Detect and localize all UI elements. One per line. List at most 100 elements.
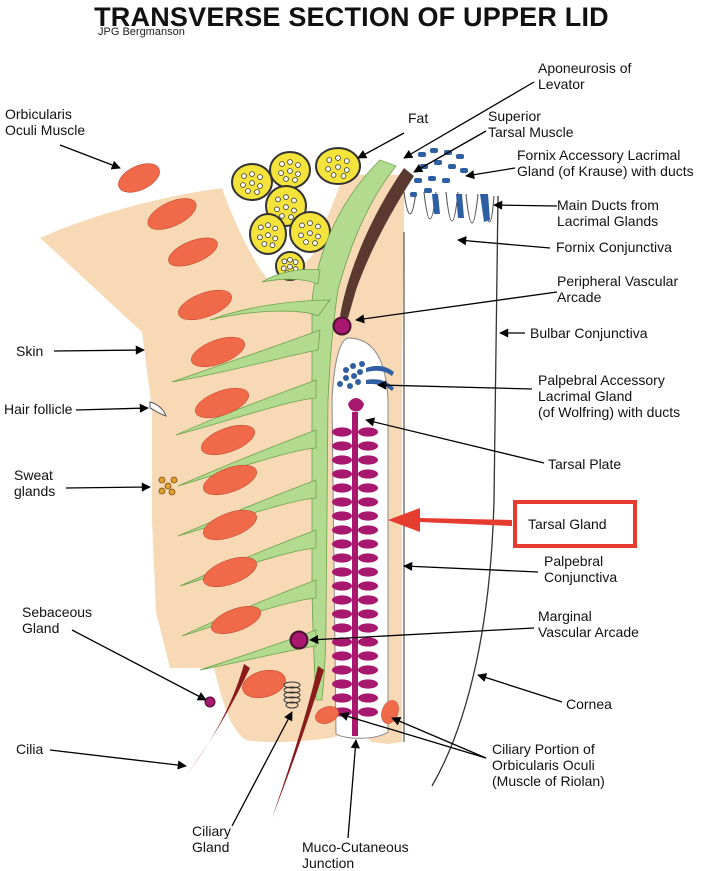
- superior-tarsal-muscle: [340, 168, 414, 318]
- label-line: Oculi Muscle: [5, 122, 85, 138]
- label-line: Arcade: [557, 289, 602, 305]
- fat-lobule: [315, 147, 361, 185]
- label-line: Tarsal Muscle: [488, 124, 574, 140]
- tarsal-gland-lobule: [332, 427, 352, 437]
- tarsal-gland-lobule: [332, 511, 352, 521]
- orbicularis-oculi-muscle: [118, 163, 286, 699]
- fat-lobule: [249, 213, 287, 255]
- tarsal-gland-lobule: [358, 679, 378, 689]
- tarsal-gland-lobule: [358, 693, 378, 703]
- tarsal-gland-lobule: [332, 483, 352, 493]
- label-line: Fat: [408, 110, 428, 126]
- tarsal-gland-lobule: [358, 595, 378, 605]
- highlight-arrow: [388, 508, 512, 532]
- orbicularis-bundle: [191, 336, 245, 368]
- label-line: Tarsal Plate: [548, 456, 621, 472]
- orbicularis-bundle: [168, 237, 218, 267]
- cilia: [184, 664, 324, 818]
- tarsal-gland-lobule: [358, 539, 378, 549]
- label-line: Gland (of Krause) with ducts: [517, 163, 694, 179]
- tarsal-gland-lobule: [332, 441, 352, 451]
- tarsal-gland-lobule: [358, 441, 378, 451]
- orbicularis-bundle: [203, 509, 257, 541]
- tarsal-gland-lobule: [332, 455, 352, 465]
- wolfring-gland: [337, 361, 394, 391]
- label-line: Sweat: [14, 467, 53, 483]
- orbicularis-bundle: [178, 289, 232, 321]
- orbicularis-bundle: [201, 424, 255, 456]
- orbicularis-bundle: [147, 198, 197, 230]
- tarsal-gland-lobule: [358, 497, 378, 507]
- label-hair-follicle: Hair follicle: [4, 401, 73, 417]
- label-line: Cornea: [566, 696, 612, 712]
- orbicularis-bundle: [203, 556, 257, 588]
- marginal-vascular-arcade: [289, 630, 309, 650]
- label-line: Gland: [192, 839, 229, 855]
- tarsal-gland-lobule: [332, 581, 352, 591]
- tarsal-gland-lobule: [358, 427, 378, 437]
- label-line: Muco-Cutaneous: [302, 839, 409, 855]
- peripheral-vascular-arcade: [332, 316, 352, 336]
- label-line: Vascular Arcade: [538, 624, 639, 640]
- tarsal-gland-lobule: [332, 497, 352, 507]
- tarsal-gland-lobule: [332, 693, 352, 703]
- fat-lobule: [231, 163, 273, 201]
- label-line: Superior: [488, 108, 541, 124]
- tarsal-gland-lobule: [332, 469, 352, 479]
- tarsal-gland-lobule: [358, 469, 378, 479]
- main-lacrimal-ducts: [432, 194, 490, 222]
- label-line: Orbicularis: [5, 106, 72, 122]
- label-line: Cilia: [16, 741, 43, 757]
- tarsal-gland-lobule: [332, 637, 352, 647]
- ciliary-gland: [283, 681, 301, 709]
- label-line: Junction: [302, 855, 354, 871]
- tarsal-gland-lobule: [358, 637, 378, 647]
- label-line: Hair follicle: [4, 401, 73, 417]
- label-line: Fornix Conjunctiva: [556, 239, 672, 255]
- tarsal-gland-lobule: [358, 567, 378, 577]
- tarsal-gland-lobule: [332, 609, 352, 619]
- tarsal-gland-lobule: [332, 623, 352, 633]
- author-credit: JPG Bergmanson: [98, 26, 185, 38]
- tarsal-gland-lobule: [358, 609, 378, 619]
- tarsal-gland-lobule: [358, 665, 378, 675]
- label-line: Conjunctiva: [544, 569, 617, 585]
- tarsal-gland-lobule: [358, 553, 378, 563]
- label-line: Gland: [22, 620, 59, 636]
- tarsal-gland-lobule: [358, 455, 378, 465]
- label-line: Skin: [16, 343, 43, 359]
- fat-lobule: [269, 151, 311, 189]
- label-fat: Fat: [408, 110, 428, 126]
- label-line: Sebaceous: [22, 604, 92, 620]
- label-cornea: Cornea: [566, 696, 612, 712]
- tarsal-gland-highlight: Tarsal Gland: [388, 500, 637, 548]
- sebaceous-gland: [204, 696, 216, 708]
- tarsal-gland-lobule: [332, 595, 352, 605]
- fat-lobule: [289, 211, 331, 253]
- diagram-title: TRANSVERSE SECTION OF UPPER LID: [94, 2, 609, 32]
- label-tarsal-gland: Tarsal Gland: [528, 516, 607, 532]
- hair-follicle: [149, 401, 167, 417]
- tarsal-gland-lobule: [358, 651, 378, 661]
- highlight-box: [513, 500, 637, 548]
- tarsal-gland-lobule: [358, 707, 378, 717]
- label-line: Palpebral: [544, 553, 603, 569]
- label-line: Marginal: [538, 608, 592, 624]
- krause-glands: [410, 148, 468, 197]
- label-fornix-conjunctiva: Fornix Conjunctiva: [556, 239, 672, 255]
- tarsal-gland-lobule: [332, 651, 352, 661]
- label-line: Lacrimal Glands: [557, 213, 658, 229]
- fat-pad: [222, 147, 361, 281]
